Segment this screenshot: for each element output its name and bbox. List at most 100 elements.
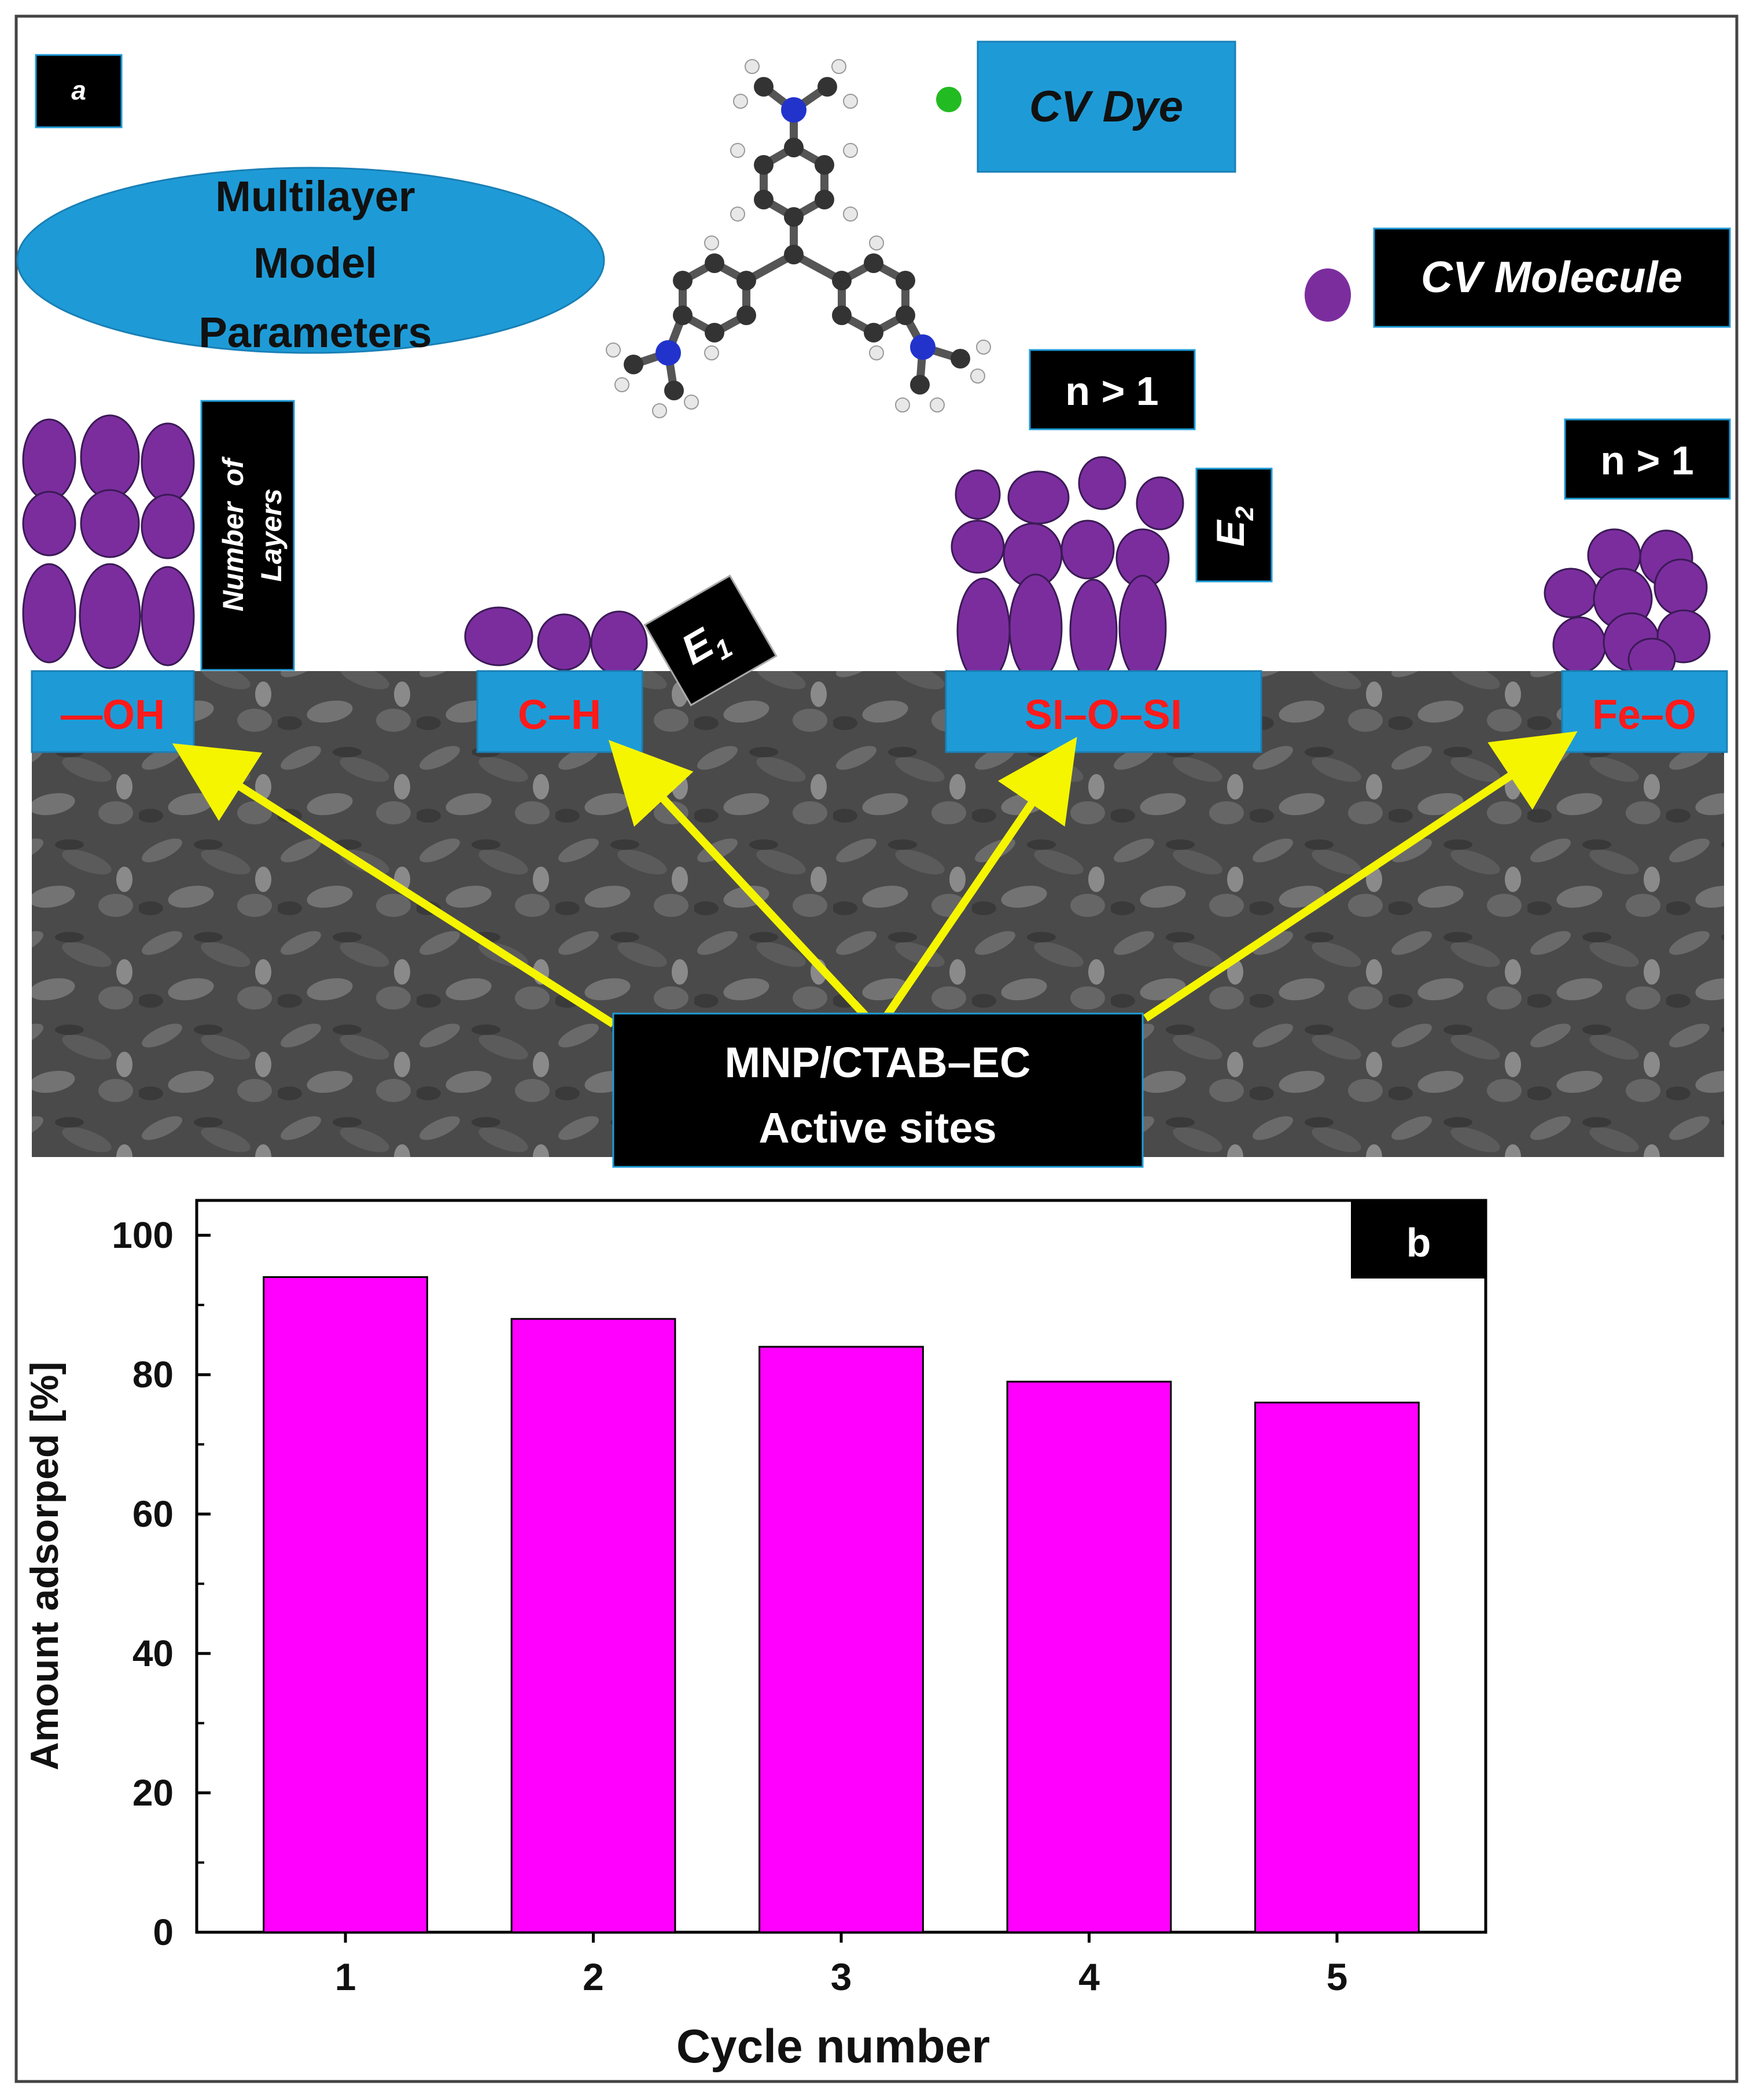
cv-molecule-21 — [1008, 573, 1063, 682]
y-tick-label-40: 40 — [132, 1633, 174, 1674]
y-tick-label-0: 0 — [153, 1911, 174, 1953]
cv-molecule-29 — [1552, 616, 1607, 674]
ellipse-line-1: Multilayer — [215, 172, 415, 220]
hydrogen-atom-1 — [843, 143, 858, 158]
arrow-to-sios — [882, 736, 1077, 1020]
carbon-atom-18 — [832, 305, 852, 325]
svg-text:Layers: Layers — [255, 488, 288, 581]
nitrogen-atom-2 — [910, 334, 936, 360]
multilayer-ellipse — [16, 167, 605, 354]
n-label-box-2 — [1564, 418, 1731, 500]
hydrogen-atom-2 — [730, 207, 745, 222]
hydrogen-atom-3 — [843, 207, 858, 222]
hydrogen-atom-12 — [606, 342, 621, 358]
crystal-violet-structure-icon — [606, 59, 991, 418]
green-atom-icon — [936, 87, 962, 112]
cv-dye-label: CV Dye — [1029, 82, 1183, 131]
site-label-ch: C–H — [518, 692, 601, 738]
cv-molecule-10 — [537, 613, 591, 671]
cv-molecule-3 — [22, 491, 76, 557]
active-sites-line-2: Active sites — [758, 1104, 996, 1152]
site-box-oh — [31, 670, 195, 753]
carbon-atom-0 — [784, 138, 804, 157]
n-label-2: n > 1 — [1600, 438, 1693, 483]
y-tick-label-80: 80 — [132, 1354, 174, 1395]
bar-cycle-3 — [758, 1346, 924, 1933]
cv-molecule-13 — [1007, 470, 1070, 525]
cv-molecule-18 — [1060, 520, 1115, 580]
carbon-atom-5 — [815, 155, 834, 175]
panel-a-label: a — [71, 75, 86, 105]
cv-molecule-4 — [80, 489, 140, 558]
cv-molecule-16 — [951, 520, 1005, 574]
carbon-atom-2 — [754, 190, 774, 209]
panel-b-label-box — [1351, 1200, 1486, 1279]
hydrogen-atom-14 — [652, 403, 667, 418]
cv-dye-box — [977, 40, 1236, 173]
carbon-atom-21 — [624, 355, 643, 374]
cv-molecule-2 — [141, 422, 195, 503]
e2-box — [1195, 467, 1273, 583]
x-axis-label: Cycle number — [676, 2020, 990, 2073]
bars — [263, 1276, 1420, 1933]
site-label-sios: SI–O–SI — [1025, 692, 1182, 738]
y-axis-label: Amount adsorped [%] — [23, 1362, 67, 1770]
bar-cycle-5 — [1254, 1401, 1420, 1933]
e1-label-group: E1 — [643, 574, 778, 706]
n-label-box-1 — [1029, 349, 1196, 430]
arrow-to-ch — [608, 740, 871, 1021]
bar-cycle-1 — [263, 1276, 428, 1933]
carbon-atom-8 — [705, 253, 724, 273]
cv-molecule-0 — [22, 418, 76, 502]
carbon-atom-1 — [754, 155, 774, 175]
x-tick-label-3: 3 — [831, 1955, 852, 1998]
x-tick-label-2: 2 — [583, 1955, 604, 1998]
site-box-ch — [476, 670, 643, 753]
cv-molecule-7 — [79, 563, 141, 669]
n-label-1: n > 1 — [1065, 369, 1158, 414]
hydrogen-atom-15 — [684, 395, 699, 410]
panel-a-label-box — [35, 54, 123, 128]
carbon-atom-10 — [673, 305, 693, 325]
carbon-atom-7 — [736, 271, 756, 290]
cv-molecule-23 — [1118, 574, 1167, 681]
carbon-atom-24 — [910, 375, 930, 395]
hydrogen-atom-5 — [869, 235, 884, 250]
svg-text:E2: E2 — [1209, 506, 1259, 547]
cv-molecule-6 — [22, 563, 76, 664]
x-tick-label-4: 4 — [1078, 1955, 1100, 1998]
cv-molecule-label: CV Molecule — [1421, 253, 1682, 302]
hydrogen-atom-16 — [976, 340, 991, 355]
svg-text:Number of: Number of — [217, 456, 249, 611]
carbon-atom-9 — [673, 271, 693, 290]
carbon-atom-11 — [705, 323, 724, 342]
hydrogen-atom-19 — [930, 397, 945, 412]
carbon-atom-20 — [817, 77, 837, 97]
cv-molecule-5 — [141, 493, 195, 559]
cv-molecule-8 — [141, 566, 195, 666]
y-tick-label-60: 60 — [132, 1493, 174, 1535]
bar-cycle-2 — [510, 1318, 676, 1933]
cv-molecule-15 — [1136, 476, 1184, 530]
cv-molecule-11 — [590, 610, 648, 676]
carbon-atom-13 — [832, 271, 852, 290]
hydrogen-atom-6 — [704, 345, 719, 360]
cv-molecule-9 — [464, 606, 533, 666]
cv-molecule-20 — [956, 577, 1011, 684]
carbon-atom-23 — [951, 349, 970, 369]
hydrogen-atom-13 — [614, 377, 629, 392]
carbon-atom-4 — [815, 190, 834, 209]
active-sites-box — [612, 1012, 1144, 1168]
carbon-atom-6 — [784, 245, 804, 264]
molecule-clusters — [22, 414, 1711, 684]
carbon-atom-19 — [754, 77, 774, 97]
hydrogen-atom-17 — [970, 369, 985, 384]
hydrogen-atom-18 — [895, 397, 910, 412]
carbon-atom-17 — [864, 323, 883, 342]
hydrogen-atom-0 — [730, 143, 745, 158]
panel-a-diagram: a Multilayer Model Parameters CV Dye CV … — [16, 40, 1731, 1168]
